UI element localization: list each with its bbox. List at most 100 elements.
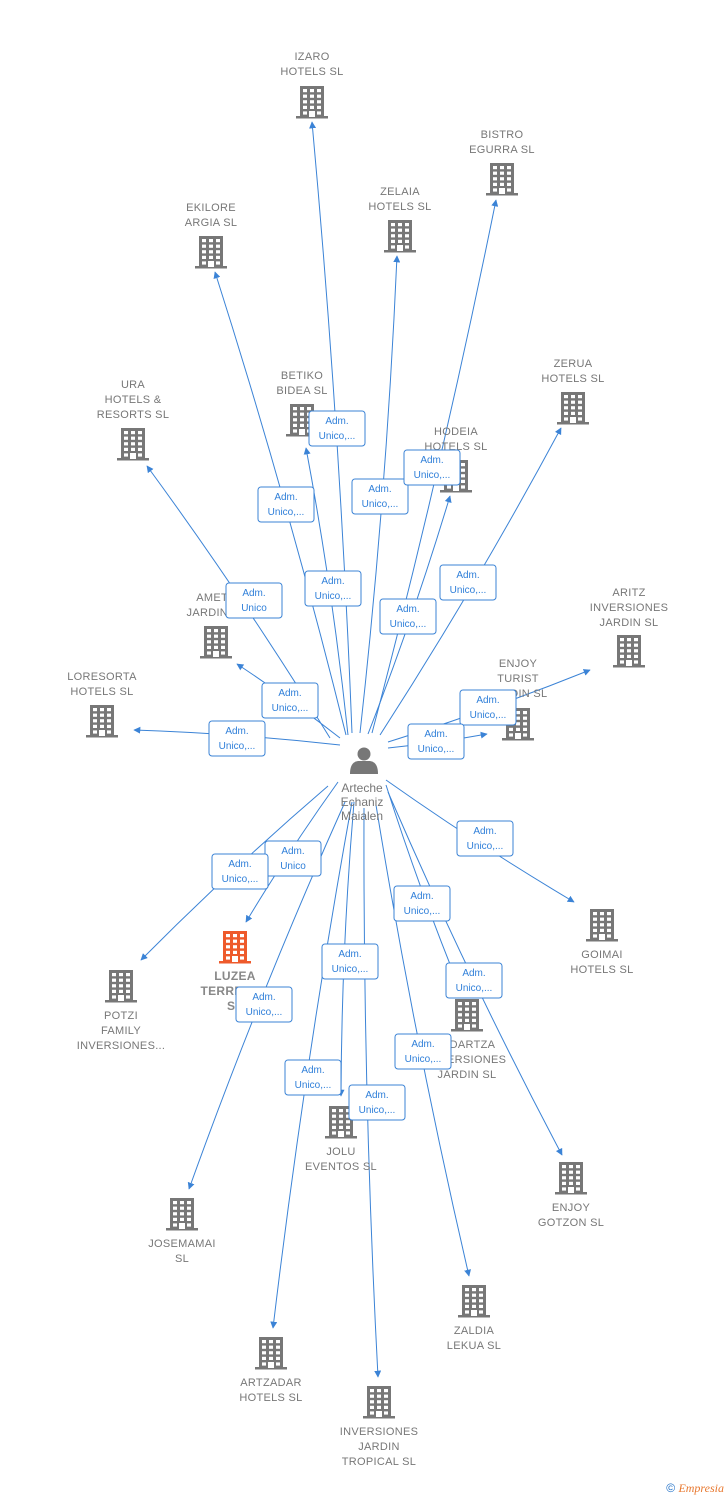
node-label: INVERSIONES — [340, 1426, 419, 1438]
brand-logo-text: Empresia — [678, 1481, 724, 1495]
relation-label[interactable]: Adm.Unico,... — [261, 682, 319, 719]
node-label: JARDIN — [358, 1441, 400, 1453]
node-label: ENJOY — [552, 1202, 591, 1214]
node-label: INVERSIONES — [590, 602, 669, 614]
node-label: LUZEA — [214, 969, 256, 983]
relation-label-text: Adm. — [338, 949, 361, 960]
node-label: SL — [175, 1253, 189, 1265]
node-label: ENJOY — [499, 658, 538, 670]
relation-label-text: Adm. — [462, 968, 485, 979]
relation-label-text: Unico,... — [418, 744, 455, 755]
building-icon — [166, 1198, 198, 1231]
node-label: HOTELS SL — [541, 373, 604, 385]
node-label: BETIKO — [281, 370, 323, 382]
node-josemamai[interactable]: JOSEMAMAI SL — [148, 1198, 216, 1265]
center-label-line-3: Maialen — [341, 809, 383, 823]
relation-label[interactable]: Adm. Unico,... — [403, 449, 461, 486]
relation-label[interactable]: Adm.Unico — [264, 840, 322, 877]
relation-label[interactable]: Adm.Unico,... — [308, 410, 366, 447]
building-icon — [555, 1162, 587, 1195]
relation-label[interactable]: Adm.Unico,... — [439, 564, 497, 601]
relation-label-text: Unico,... — [414, 470, 451, 481]
relation-label-text: Adm. — [473, 826, 496, 837]
relation-label-text: Adm. — [368, 484, 391, 495]
relation-label[interactable]: Adm.Unico,... — [284, 1059, 342, 1096]
building-icon — [219, 931, 251, 964]
relation-label-text: Unico,... — [268, 507, 305, 518]
relation-label-text: Unico,... — [405, 1054, 442, 1065]
relation-label-text: Adm. — [228, 859, 251, 870]
node-label: JOLU — [326, 1146, 355, 1158]
relation-label-text: Unico,... — [222, 874, 259, 885]
relation-label[interactable]: Adm. Unico,... — [235, 986, 293, 1023]
node-label: EGURRA SL — [469, 144, 535, 156]
node-label: JARDIN SL — [438, 1069, 497, 1081]
person-icon — [350, 747, 378, 774]
node-label: FAMILY — [101, 1025, 141, 1037]
node-enjoygotzon[interactable]: ENJOY GOTZON SL — [538, 1162, 604, 1229]
node-label: ARTZADAR — [240, 1377, 301, 1389]
relation-label[interactable]: Adm.Unico,... — [348, 1084, 406, 1121]
relation-label[interactable]: Adm. Unico,... — [351, 478, 409, 515]
relation-label-text: Unico — [241, 603, 267, 614]
node-label: HOTELS SL — [368, 201, 431, 213]
relation-label-text: Unico,... — [272, 703, 309, 714]
node-label: INVERSIONES... — [77, 1040, 166, 1052]
relation-label[interactable]: Adm.Unico,... — [456, 820, 514, 857]
node-label: GOIMAI — [581, 949, 623, 961]
relation-label[interactable]: Adm. Unico — [225, 582, 283, 619]
relation-label-text: Unico,... — [246, 1007, 283, 1018]
building-icon — [384, 220, 416, 253]
node-bistro[interactable]: BISTRO EGURRA SL — [469, 129, 535, 196]
node-label: ZALDIA — [454, 1325, 495, 1337]
relation-label-text: Adm. — [424, 729, 447, 740]
relation-label-text: Adm. — [365, 1090, 388, 1101]
relation-label[interactable]: Adm. Unico,... — [211, 853, 269, 890]
building-icon — [451, 999, 483, 1032]
node-artzadar[interactable]: ARTZADAR HOTELS SL — [239, 1337, 302, 1404]
relation-label-text: Adm. — [252, 992, 275, 1003]
node-label: BIDEA SL — [276, 385, 327, 397]
building-icon — [117, 428, 149, 461]
node-zaldia[interactable]: ZALDIA LEKUA SL — [447, 1285, 501, 1352]
building-icon — [586, 909, 618, 942]
node-label: HOTELS SL — [239, 1392, 302, 1404]
relation-label-text: Unico — [280, 861, 306, 872]
center-label-line-1: Arteche — [341, 781, 383, 795]
building-icon — [200, 626, 232, 659]
relation-label[interactable]: Adm.Unico,... — [459, 689, 517, 726]
node-label: LEKUA SL — [447, 1340, 501, 1352]
relation-label[interactable]: Adm.Unico,... — [445, 962, 503, 999]
relation-label[interactable]: Adm.Unico,... — [208, 720, 266, 757]
node-label: GOTZON SL — [538, 1217, 604, 1229]
relation-label[interactable]: Adm.Unico,... — [394, 1033, 452, 1070]
node-potzi[interactable]: POTZIFAMILYINVERSIONES... — [77, 970, 166, 1052]
relation-label[interactable]: Adm.Unico,... — [393, 885, 451, 922]
node-label: BISTRO — [481, 129, 524, 141]
relation-label[interactable]: Adm.Unico,... — [304, 570, 362, 607]
node-label: JOSEMAMAI — [148, 1238, 216, 1250]
relation-label[interactable]: Adm. Unico,... — [407, 723, 465, 760]
center-label-line-2: Echaniz — [341, 795, 384, 809]
relation-label[interactable]: Adm.Unico,... — [321, 943, 379, 980]
relation-label-text: Unico,... — [390, 619, 427, 630]
relation-label-text: Adm. — [420, 455, 443, 466]
relation-label-text: Adm. — [242, 588, 265, 599]
building-icon — [86, 705, 118, 738]
relation-label-text: Unico,... — [362, 499, 399, 510]
relation-label[interactable]: Adm.Unico,... — [257, 486, 315, 523]
center-person[interactable]: Arteche Echaniz Maialen — [341, 747, 384, 824]
relation-label[interactable]: Adm. Unico,... — [379, 598, 437, 635]
relation-label-text: Adm. — [396, 604, 419, 615]
node-label: EVENTOS SL — [305, 1161, 377, 1173]
